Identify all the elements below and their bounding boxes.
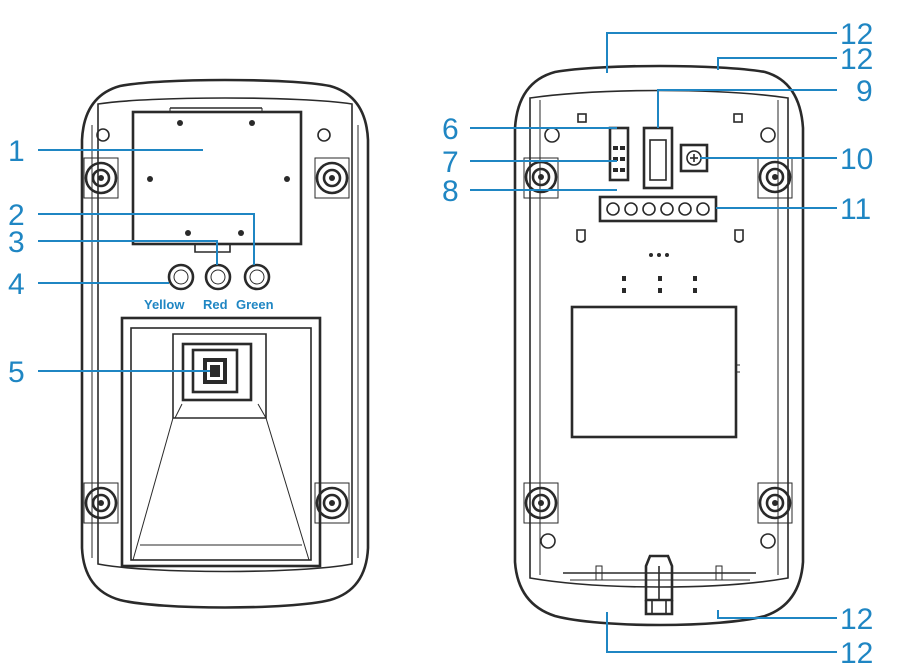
front-screw-bottom-right (315, 486, 349, 520)
jumper-pins (608, 126, 630, 182)
module-cover (131, 107, 303, 253)
green-led (243, 263, 271, 291)
leader-lines (38, 32, 837, 653)
front-view: Yellow Red Green (80, 78, 370, 609)
callout-5: 5 (8, 356, 25, 389)
lamp-label-red: Red (203, 297, 228, 312)
bottom-latch (563, 554, 756, 616)
front-screw-top-right (315, 161, 349, 195)
back-screw-bottom-left (524, 486, 558, 520)
callout-12-top-left: 12 (840, 18, 873, 51)
callout-10: 10 (840, 143, 873, 176)
back-screw-bottom-right (758, 486, 792, 520)
tamper-switch (642, 126, 674, 190)
front-housing-inner (97, 97, 353, 573)
back-screw-top-right (758, 160, 792, 194)
back-label-window (570, 305, 738, 439)
callout-9: 9 (856, 75, 873, 108)
back-housing-outer (513, 64, 805, 627)
front-housing-outer (80, 78, 370, 609)
callout-4: 4 (8, 268, 25, 301)
lamp-label-yellow: Yellow (144, 297, 185, 312)
callout-12-bottom-left: 12 (840, 637, 873, 668)
red-led (204, 263, 232, 291)
callout-12-top-right: 12 (840, 43, 873, 76)
yellow-led (167, 263, 195, 291)
back-housing-inner (529, 89, 789, 588)
callout-numbers: 1 2 3 4 5 6 7 8 9 10 11 12 12 12 12 (8, 18, 873, 668)
front-screw-top-left (84, 161, 118, 195)
callout-3: 3 (8, 226, 25, 259)
callout-12-bottom-right: 12 (840, 603, 873, 636)
callout-11: 11 (840, 193, 871, 226)
callout-8: 8 (442, 175, 459, 208)
front-screw-bottom-left (84, 486, 118, 520)
back-view (513, 64, 805, 627)
callout-7: 7 (442, 146, 459, 179)
callout-1: 1 (8, 135, 25, 168)
callout-6: 6 (442, 113, 459, 146)
lamp-label-green: Green (236, 297, 274, 312)
lens-horn (120, 316, 322, 568)
terminal-block (598, 195, 718, 223)
callout-2: 2 (8, 199, 25, 232)
